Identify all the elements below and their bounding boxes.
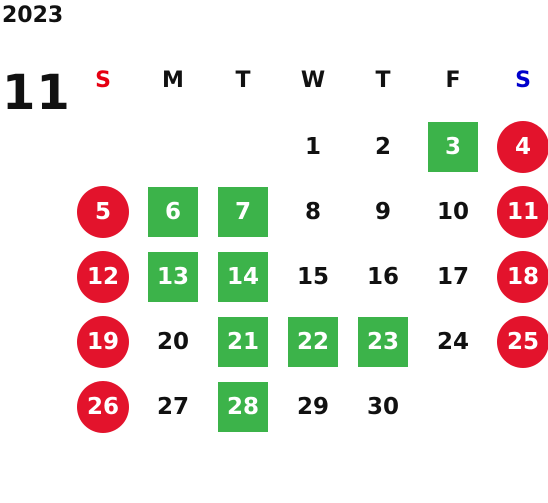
day-number: 15	[296, 263, 329, 290]
day-number: 6	[148, 186, 198, 237]
calendar-day-17[interactable]: 17	[418, 244, 488, 309]
calendar-day-6[interactable]: 6	[138, 179, 208, 244]
day-number: 19	[77, 315, 129, 368]
calendar-day-26[interactable]: 26	[68, 374, 138, 439]
day-number: 23	[358, 316, 408, 367]
day-number: 1	[304, 133, 321, 160]
day-number: 16	[366, 263, 399, 290]
day-number: 9	[374, 198, 391, 225]
day-number: 7	[218, 186, 268, 237]
calendar-day-15[interactable]: 15	[278, 244, 348, 309]
day-number: 3	[428, 121, 478, 172]
calendar-day-25[interactable]: 25	[488, 309, 548, 374]
calendar-day-8[interactable]: 8	[278, 179, 348, 244]
calendar-day-2[interactable]: 2	[348, 114, 418, 179]
calendar-day-3[interactable]: 3	[418, 114, 488, 179]
calendar-day-12[interactable]: 12	[68, 244, 138, 309]
calendar-day-10[interactable]: 10	[418, 179, 488, 244]
calendar-day-9[interactable]: 9	[348, 179, 418, 244]
day-number: 18	[497, 250, 548, 303]
calendar-month: 11	[2, 65, 71, 121]
day-number: 17	[436, 263, 469, 290]
day-number: 10	[436, 198, 469, 225]
day-number: 20	[156, 328, 189, 355]
calendar-day-28[interactable]: 28	[208, 374, 278, 439]
day-number: 4	[497, 120, 548, 173]
calendar-day-27[interactable]: 27	[138, 374, 208, 439]
day-number: 11	[497, 185, 548, 238]
calendar-day-23[interactable]: 23	[348, 309, 418, 374]
calendar-day-14[interactable]: 14	[208, 244, 278, 309]
day-number: 24	[436, 328, 469, 355]
day-number: 26	[77, 380, 129, 433]
day-number: 27	[156, 393, 189, 420]
calendar-day-7[interactable]: 7	[208, 179, 278, 244]
calendar-day-13[interactable]: 13	[138, 244, 208, 309]
calendar-day-1[interactable]: 1	[278, 114, 348, 179]
calendar-day-24[interactable]: 24	[418, 309, 488, 374]
weekday-header-monday: M	[162, 67, 184, 93]
calendar-day-30[interactable]: 30	[348, 374, 418, 439]
day-number: 28	[218, 381, 268, 432]
calendar-year: 2023	[2, 3, 64, 28]
day-number: 5	[77, 185, 129, 238]
calendar-day-20[interactable]: 20	[138, 309, 208, 374]
weekday-header-wednesday: W	[300, 67, 326, 93]
weekday-header-sunday: S	[95, 67, 111, 93]
day-number: 30	[366, 393, 399, 420]
day-number: 21	[218, 316, 268, 367]
day-number: 8	[304, 198, 321, 225]
day-number: 13	[148, 251, 198, 302]
day-number: 14	[218, 251, 268, 302]
weekday-header-saturday: S	[515, 67, 531, 93]
day-number: 29	[296, 393, 329, 420]
calendar-day-16[interactable]: 16	[348, 244, 418, 309]
calendar-day-29[interactable]: 29	[278, 374, 348, 439]
day-number: 12	[77, 250, 129, 303]
calendar-day-5[interactable]: 5	[68, 179, 138, 244]
calendar-day-18[interactable]: 18	[488, 244, 548, 309]
weekday-header-thursday: T	[375, 67, 391, 93]
calendar-day-22[interactable]: 22	[278, 309, 348, 374]
weekday-header-tuesday: T	[235, 67, 251, 93]
calendar-day-19[interactable]: 19	[68, 309, 138, 374]
calendar-day-11[interactable]: 11	[488, 179, 548, 244]
day-number: 25	[497, 315, 548, 368]
weekday-header-friday: F	[445, 67, 461, 93]
calendar-day-21[interactable]: 21	[208, 309, 278, 374]
day-number: 2	[374, 133, 391, 160]
day-number: 22	[288, 316, 338, 367]
calendar-day-4[interactable]: 4	[488, 114, 548, 179]
